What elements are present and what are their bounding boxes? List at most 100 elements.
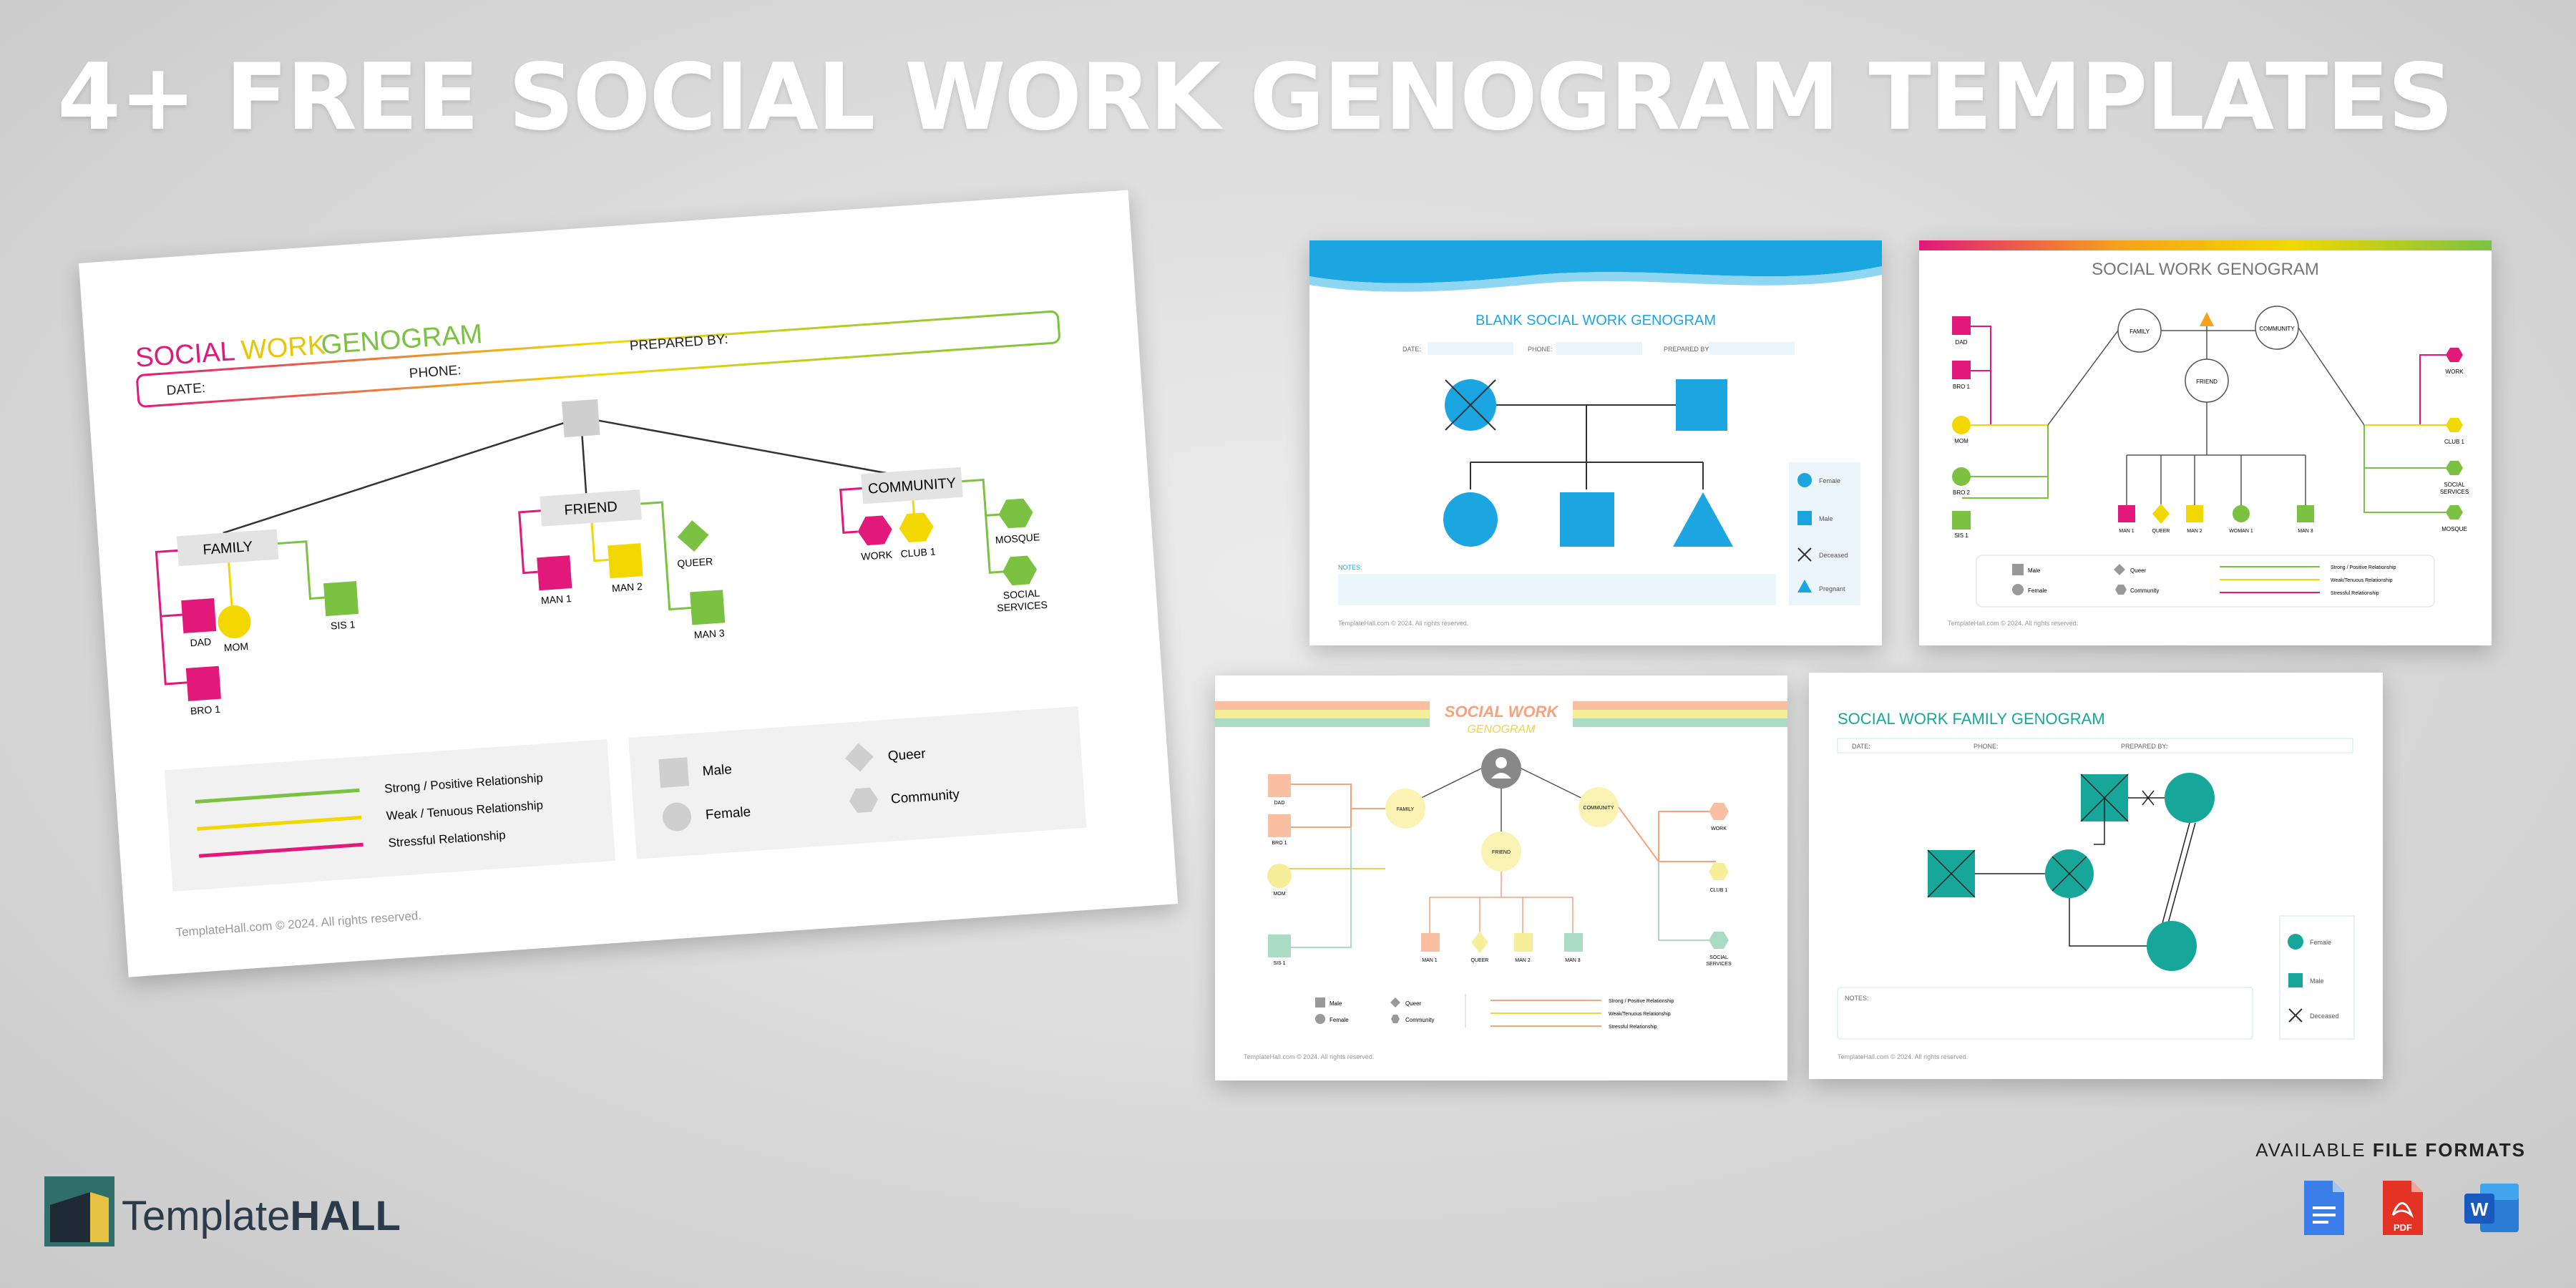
member-services-label: SERVICES (997, 599, 1048, 614)
group-family (176, 529, 279, 567)
svg-text:Queer: Queer (1405, 1000, 1422, 1007)
member-mosque (998, 498, 1033, 529)
svg-text:CLUB 1: CLUB 1 (1710, 888, 1728, 893)
svg-text:SIS 1: SIS 1 (1954, 532, 1968, 539)
center-node (562, 399, 600, 438)
group-friend (540, 489, 642, 527)
svg-text:Weak/Tenuous Relationship: Weak/Tenuous Relationship (1609, 1012, 1671, 1017)
pastel-footer: TemplateHall.com © 2024. All rights rese… (1244, 1053, 1374, 1060)
family-notes: NOTES: (1845, 995, 1869, 1002)
svg-text:MAN 2: MAN 2 (2187, 529, 2202, 534)
svg-text:Stressful Relationship: Stressful Relationship (1609, 1025, 1657, 1030)
group-friend-label: FRIEND (564, 499, 618, 518)
member-social-label: SOCIAL (1002, 587, 1040, 601)
svg-text:Female: Female (2310, 939, 2331, 946)
svg-text:WOMAN 1: WOMAN 1 (2229, 529, 2253, 534)
word-icon[interactable]: W (2462, 1178, 2522, 1238)
svg-text:SOCIAL: SOCIAL (1709, 955, 1728, 960)
svg-text:MAN 1: MAN 1 (2119, 529, 2135, 534)
svg-text:Female: Female (1330, 1017, 1349, 1023)
blank-legend-female: Female (1819, 477, 1840, 484)
blank-legend-pregnant: Pregnant (1819, 585, 1845, 592)
member-dad (181, 597, 217, 634)
relationship-legend (164, 739, 616, 892)
member-bro1-label: BRO 1 (190, 703, 220, 717)
group-family-label: FAMILY (203, 539, 253, 558)
svg-text:QUEER: QUEER (1471, 958, 1489, 963)
svg-text:WORK: WORK (1711, 826, 1727, 831)
rainbow-node-family: FAMILY (2129, 328, 2150, 335)
svg-text:Community: Community (2130, 587, 2159, 594)
family-child (2147, 921, 2197, 971)
svg-text:Deceased: Deceased (2310, 1013, 2339, 1020)
member-social-services (1002, 555, 1038, 586)
member-work (857, 515, 892, 546)
svg-text:MOM: MOM (1273, 892, 1285, 897)
family-genogram-card[interactable]: SOCIAL WORK FAMILY GENOGRAM DATE: PHONE:… (1809, 673, 2383, 1079)
family-female (2165, 773, 2215, 823)
svg-text:MAN 3: MAN 3 (2298, 529, 2313, 534)
blank-genogram-card[interactable]: BLANK SOCIAL WORK GENOGRAM DATE: PHONE: … (1309, 240, 1882, 645)
templatehall-logo[interactable]: TemplateHALL (44, 1176, 416, 1248)
blank-male (1676, 379, 1727, 431)
svg-text:SERVICES: SERVICES (2440, 489, 2469, 495)
member-man2 (608, 543, 643, 579)
blank-title: BLANK SOCIAL WORK GENOGRAM (1475, 313, 1716, 328)
google-docs-icon[interactable] (2301, 1178, 2347, 1238)
group-community (861, 467, 963, 504)
member-club1 (899, 512, 934, 543)
pdf-icon[interactable]: PDF (2380, 1178, 2426, 1238)
word-icon-label: W (2471, 1199, 2489, 1220)
rainbow-title: SOCIAL WORK GENOGRAM (2092, 260, 2319, 279)
shape-legend (628, 706, 1087, 859)
svg-text:Strong / Positive Relationshi: Strong / Positive Relationship (1609, 999, 1674, 1004)
family-phone: PHONE: (1974, 743, 1999, 750)
rainbow-footer: TemplateHall.com © 2024. All rights rese… (1948, 620, 2078, 627)
member-man1-label: MAN 1 (540, 592, 572, 606)
member-bro1 (185, 665, 221, 701)
main-genogram-svg: SOCIAL WORK GENOGRAM DATE: PHONE: PREPAR… (135, 310, 1087, 940)
member-queer-label: QUEER (677, 555, 713, 569)
svg-text:BRO 1: BRO 1 (1272, 841, 1287, 846)
main-genogram-card[interactable]: SOCIAL WORK GENOGRAM DATE: PHONE: PREPAR… (79, 190, 1179, 977)
member-mosque-label: MOSQUE (995, 531, 1040, 545)
svg-text:Strong / Positive Relationshi: Strong / Positive Relationship (2331, 565, 2396, 570)
member-man3 (690, 590, 726, 625)
blank-legend-deceased: Deceased (1819, 552, 1848, 559)
blank-pregnancy (1673, 492, 1733, 547)
member-man2-label: MAN 2 (612, 580, 643, 594)
svg-text:Queer: Queer (2130, 567, 2147, 574)
svg-text:COMMUNITY: COMMUNITY (1583, 806, 1614, 811)
pdf-icon-label: PDF (2394, 1222, 2412, 1233)
svg-text:MOSQUE: MOSQUE (2441, 526, 2467, 532)
member-sis1 (323, 581, 359, 617)
svg-text:Stressful Relationship: Stressful Relationship (2331, 591, 2379, 596)
svg-text:CLUB 1: CLUB 1 (2444, 439, 2465, 445)
rainbow-node-community: COMMUNITY (2259, 326, 2295, 332)
svg-text:Weak/Tenuous Relationship: Weak/Tenuous Relationship (2331, 578, 2393, 583)
member-man3-label: MAN 3 (693, 627, 725, 640)
blank-legend-male: Male (1819, 515, 1833, 522)
family-prepared: PREPARED BY: (2121, 743, 2167, 750)
svg-text:MAN 3: MAN 3 (1565, 958, 1581, 963)
main-footer: TemplateHall.com © 2024. All rights rese… (175, 909, 422, 940)
main-title-work: WORK (240, 330, 327, 366)
header-field-box (136, 310, 1060, 408)
pastel-title-top: SOCIAL WORK (1445, 703, 1560, 721)
logo-wordmark: TemplateHALL (122, 1193, 401, 1239)
family-footer: TemplateHall.com © 2024. All rights rese… (1838, 1053, 1968, 1060)
svg-text:DAD: DAD (1274, 801, 1285, 806)
prepared-by-label: PREPARED BY: (629, 332, 728, 354)
svg-text:Male: Male (2310, 977, 2324, 985)
available-formats-label: AVAILABLE FILE FORMATS (2255, 1139, 2526, 1161)
legend-female: Female (705, 804, 751, 822)
rainbow-genogram-card[interactable]: SOCIAL WORK GENOGRAM FAMILY COMMUNITY FR… (1919, 240, 2492, 645)
svg-text:QUEER: QUEER (2152, 529, 2170, 534)
svg-text:Community: Community (1405, 1017, 1434, 1023)
rainbow-genogram-svg: SOCIAL WORK GENOGRAM FAMILY COMMUNITY FR… (1919, 240, 2492, 627)
pastel-genogram-card[interactable]: SOCIAL WORK GENOGRAM FAMILY COMMUNITY FR… (1215, 675, 1787, 1080)
svg-text:MOM: MOM (1954, 438, 1968, 444)
blank-phone: PHONE: (1528, 346, 1553, 353)
blank-footer: TemplateHall.com © 2024. All rights rese… (1338, 620, 1468, 627)
legend-queer: Queer (887, 746, 927, 764)
